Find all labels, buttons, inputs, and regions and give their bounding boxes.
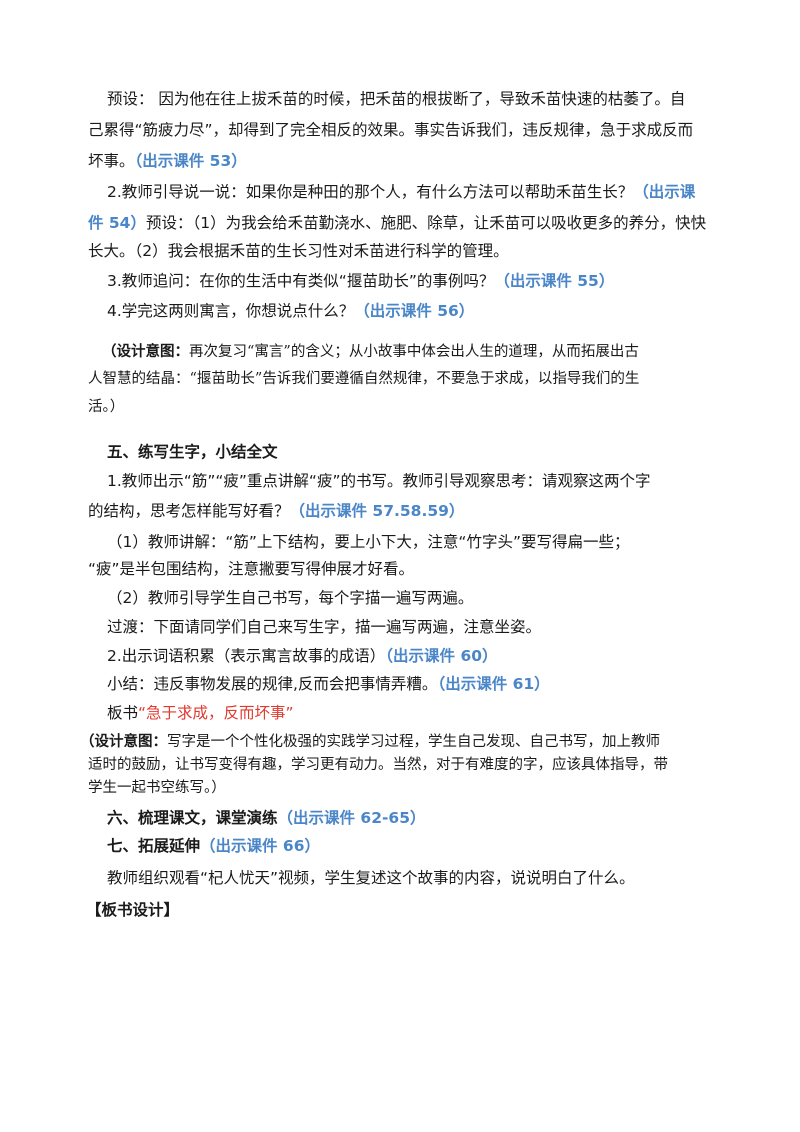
paragraph-line: 4.学完这两则寓言，你想说点什么？（出示课件 56） xyxy=(107,302,475,320)
courseware-ref: （出示课件 66） xyxy=(200,837,320,855)
paragraph-line: 1.教师出示“筋”“疲”重点讲解“疲”的书写。教师引导观察思考：请观察这两个字 xyxy=(107,472,651,490)
section-heading: 七、拓展延伸（出示课件 66） xyxy=(107,837,320,855)
courseware-ref: （出示课件 62-65） xyxy=(277,809,426,827)
board-design-heading: 【板书设计】 xyxy=(86,901,180,919)
paragraph-line: 2.教师引导说一说：如果你是种田的那个人，有什么方法可以帮助禾苗生长？（出示课 xyxy=(107,183,696,201)
paragraph-line: 件 54）预设：（1）为我会给禾苗勤浇水、施肥、除草，让禾苗可以吸收更多的养分，… xyxy=(88,214,707,232)
courseware-ref: （出示课件 61） xyxy=(437,675,550,693)
paragraph-line: 小结：违反事物发展的规律,反而会把事情弄糟。（出示课件 61） xyxy=(107,675,550,693)
design-intent-line: 学生一起书空练写。） xyxy=(88,780,226,796)
courseware-ref: （出示课 xyxy=(633,183,696,201)
courseware-ref: （出示课件 53） xyxy=(134,152,247,170)
design-intent-line: （设计意图：写字是一个个性化极强的实践学习过程，学生自己发现、自己书写，加上教师 xyxy=(80,734,660,750)
courseware-ref: （出示课件 55） xyxy=(494,272,615,290)
design-intent-label: （设计意图： xyxy=(80,734,167,750)
paragraph-line: 板书“急于求成，反而坏事” xyxy=(107,704,294,722)
paragraph-line: “疲”是半包围结构，注意撇要写得伸展才好看。 xyxy=(88,560,415,578)
courseware-ref: （出示课件 60） xyxy=(385,647,498,665)
courseware-ref: （出示课件 57.58.59） xyxy=(289,502,465,520)
paragraph-line: 过渡：下面请同学们自己来写生字，描一遍写两遍，注意坐姿。 xyxy=(107,618,542,636)
paragraph-line: （1）教师讲解：“筋”上下结构，要上小下大，注意“竹字头”要写得扁一些； xyxy=(107,533,630,551)
paragraph-line: 长大。（2）我会根据禾苗的生长习性对禾苗进行科学的管理。 xyxy=(88,242,509,260)
paragraph-line: 己累得“筋疲力尽”，却得到了完全相反的效果。事实告诉我们，违反规律，急于求成反而 xyxy=(88,121,694,139)
design-intent-line: 人智慧的结晶：“揠苗助长”告诉我们要遵循自然规律，不要急于求成，以指导我们的生 xyxy=(88,371,640,387)
board-writing-highlight: “急于求成，反而坏事” xyxy=(138,704,294,722)
design-intent-line: 适时的鼓励，让书写变得有趣，学习更有动力。当然，对于有难度的字，应该具体指导，带 xyxy=(88,757,668,773)
paragraph-line: 3.教师追问：在你的生活中有类似“揠苗助长”的事例吗？（出示课件 55） xyxy=(107,272,615,290)
courseware-ref: 件 54） xyxy=(88,214,146,232)
design-intent-line: 活。） xyxy=(88,399,125,415)
section-heading: 六、梳理课文，课堂演练（出示课件 62-65） xyxy=(107,809,426,827)
paragraph-line: 坏事。（出示课件 53） xyxy=(88,152,247,170)
paragraph-line: 的结构，思考怎样能写好看？（出示课件 57.58.59） xyxy=(88,502,465,520)
design-intent-line: （设计意图：再次复习“寓言”的含义；从小故事中体会出人生的道理，从而拓展出古 xyxy=(102,344,639,360)
courseware-ref: （出示课件 56） xyxy=(354,302,475,320)
paragraph-line: （2）教师引导学生自己书写，每个字描一遍写两遍。 xyxy=(107,589,474,607)
paragraph-line: 预设： 因为他在往上拔禾苗的时候，把禾苗的根拔断了，导致禾苗快速的枯萎了。自 xyxy=(107,90,686,108)
section-heading: 五、练写生字，小结全文 xyxy=(107,443,278,461)
paragraph-line: 2.出示词语积累（表示寓言故事的成语）（出示课件 60） xyxy=(107,647,498,665)
paragraph-line: 教师组织观看“杞人忧天”视频，学生复述这个故事的内容，说说明白了什么。 xyxy=(107,869,635,887)
design-intent-label: （设计意图： xyxy=(102,344,189,360)
